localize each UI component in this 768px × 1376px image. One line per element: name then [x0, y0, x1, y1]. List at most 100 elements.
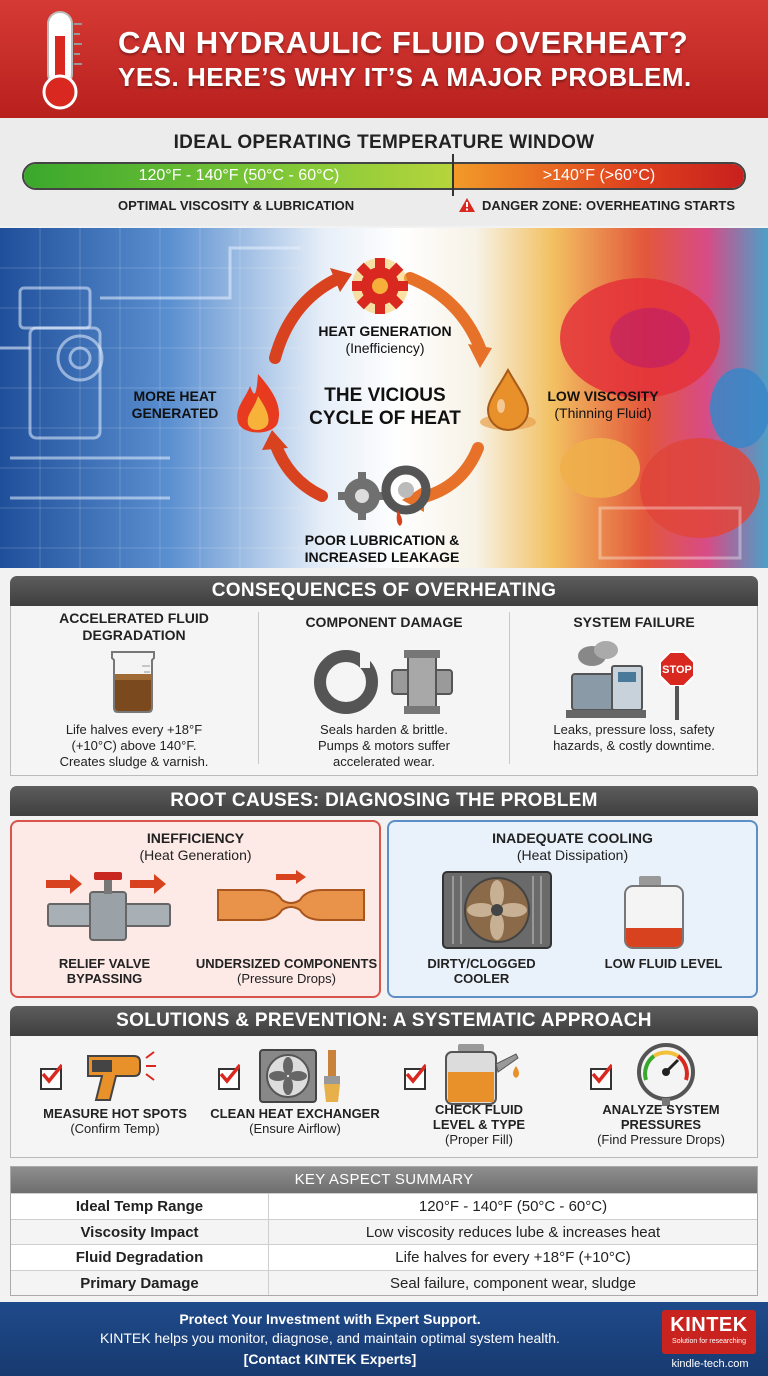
solution-label: ANALYZE SYSTEM — [602, 1102, 720, 1117]
solution-sublabel: (Find Pressure Drops) — [597, 1132, 725, 1147]
solution-sublabel: (Proper Fill) — [445, 1132, 513, 1147]
fan-brush-icon — [259, 1049, 340, 1103]
table-value: Seal failure, component wear, sludge — [390, 1274, 636, 1292]
divider — [509, 612, 510, 764]
gears-seal-icon — [338, 465, 431, 526]
consequence-desc: Life halves every +18°F — [65, 722, 203, 737]
table-row: Fluid Degradation Life halves for every … — [11, 1244, 757, 1270]
solution-label: PRESSURES — [620, 1117, 702, 1132]
table-key: Primary Damage — [11, 1270, 269, 1295]
table-row: Primary Damage Seal failure, component w… — [11, 1269, 757, 1295]
table-key: Fluid Degradation — [11, 1245, 269, 1270]
consequence-component-damage: COMPONENT DAMAGE Seals harden & brittle.… — [260, 606, 508, 770]
summary-table: KEY ASPECT SUMMARY Ideal Temp Range 120°… — [10, 1166, 758, 1296]
website-url[interactable]: kindle-tech.com — [671, 1358, 749, 1370]
table-value: 120°F - 140°F (50°C - 60°C) — [418, 1198, 608, 1215]
contact-experts-link[interactable]: [Contact KINTEK Experts] — [243, 1351, 417, 1367]
inadequate-cooling-box: INADEQUATE COOLING (Heat Dissipation) DI… — [387, 820, 758, 998]
title-line-1: CAN HYDRAULIC FLUID OVERHEAT? — [118, 25, 689, 60]
solution-label: MEASURE HOT SPOTS — [43, 1106, 187, 1121]
footer-text: KINTEK helps you monitor, diagnose, and … — [100, 1330, 560, 1346]
consequence-desc: Leaks, pressure loss, safety — [553, 722, 715, 737]
temperature-window-section: IDEAL OPERATING TEMPERATURE WINDOW 120°F… — [0, 118, 768, 226]
pressure-gauge-icon — [637, 1043, 695, 1106]
table-row: Ideal Temp Range 120°F - 140°F (50°C - 6… — [11, 1193, 757, 1219]
consequence-fluid-degradation: ACCELERATED FLUID DEGRADATION Life halve… — [10, 606, 258, 770]
machine-icon: STOP — [566, 641, 695, 720]
consequence-desc: Creates sludge & varnish. — [59, 754, 209, 769]
table-key: Viscosity Impact — [11, 1219, 269, 1244]
cycle-illustration — [0, 228, 768, 568]
divider — [258, 612, 259, 764]
summary-table-title: KEY ASPECT SUMMARY — [11, 1167, 757, 1193]
consequence-desc: hazards, & costly downtime. — [553, 738, 715, 753]
pipe-fitting-icon — [391, 650, 453, 714]
poor-lubrication-label: POOR LUBRICATION &INCREASED LEAKAGE — [304, 532, 460, 565]
stop-sign-icon: STOP — [659, 651, 695, 720]
logo-tagline: Solution for researching — [672, 1338, 746, 1345]
range-divider — [452, 154, 454, 196]
consequence-desc: Seals harden & brittle. — [320, 722, 448, 737]
consequence-desc: accelerated wear. — [333, 754, 435, 769]
checkbox-icon — [590, 1064, 612, 1090]
inefficiency-subtitle: (Heat Generation) — [139, 847, 252, 863]
page-title: CAN HYDRAULIC FLUID OVERHEAT? YES. HERE’… — [118, 26, 758, 94]
consequence-desc: Pumps & motors suffer — [318, 738, 450, 753]
danger-range-segment: >140°F (>60°C) — [454, 164, 744, 188]
inefficiency-title: INEFFICIENCY — [146, 830, 245, 846]
root-causes-banner: ROOT CAUSES: DIAGNOSING THE PROBLEM — [10, 786, 758, 816]
heat-map — [560, 278, 768, 538]
pipe-restriction-icon — [217, 870, 365, 921]
oil-can-icon — [445, 1044, 519, 1105]
solution-label: CLEAN HEAT EXCHANGER — [210, 1106, 380, 1121]
consequence-desc: (+10°C) above 140°F. — [71, 738, 197, 753]
kintek-logo: KINTEK Solution for researching — [662, 1310, 756, 1354]
checkbox-icon — [218, 1064, 240, 1090]
danger-label: DANGER ZONE: OVERHEATING STARTS — [482, 197, 736, 213]
consequence-title: SYSTEM FAILURE — [573, 614, 695, 630]
consequences-banner: CONSEQUENCES OF OVERHEATING — [10, 576, 758, 606]
gear-icon — [352, 258, 408, 314]
ir-thermometer-icon — [87, 1051, 156, 1101]
temp-window-title: IDEAL OPERATING TEMPERATURE WINDOW — [173, 132, 595, 153]
solution-measure-hot-spots: MEASURE HOT SPOTS (Confirm Temp) — [20, 1040, 210, 1156]
header-banner: CAN HYDRAULIC FLUID OVERHEAT? YES. HERE’… — [0, 0, 768, 118]
low-viscosity-label: LOW VISCOSITY(Thinning Fluid) — [547, 388, 659, 421]
pump-sketch — [0, 246, 300, 500]
warning-icon — [459, 198, 475, 212]
consequence-title: ACCELERATED FLUID — [59, 610, 209, 626]
solution-sublabel: (Confirm Temp) — [70, 1121, 160, 1136]
vicious-cycle-section: HEAT GENERATION(Inefficiency) LOW VISCOS… — [0, 228, 768, 568]
cooling-title: INADEQUATE COOLING — [492, 830, 653, 846]
valve-icon — [46, 872, 171, 941]
reservoir-icon — [624, 876, 684, 949]
undersized-components-label: UNDERSIZED COMPONENTS(Pressure Drops) — [195, 956, 378, 986]
title-line-2: YES. HERE’S WHY IT’S A MAJOR PROBLEM. — [118, 62, 692, 92]
beaker-icon — [111, 651, 155, 713]
inefficiency-box: INEFFICIENCY (Heat Generation) RELIEF VA… — [10, 820, 381, 998]
thermometer-icon — [42, 11, 82, 110]
flame-icon — [237, 374, 280, 433]
table-value: Life halves for every +18°F (+10°C) — [395, 1249, 631, 1266]
danger-label-group: DANGER ZONE: OVERHEATING STARTS — [458, 197, 735, 213]
table-value: Low viscosity reduces lube & increases h… — [365, 1223, 661, 1241]
radiator-fan-icon — [442, 871, 552, 949]
footer-headline: Protect Your Investment with Expert Supp… — [179, 1311, 481, 1327]
low-fluid-label: LOW FLUID LEVEL — [604, 956, 723, 971]
consequence-title: DEGRADATION — [82, 627, 186, 643]
footer: Protect Your Investment with Expert Supp… — [0, 1302, 768, 1376]
consequence-title: COMPONENT DAMAGE — [305, 614, 463, 630]
logo-text: KINTEK — [670, 1314, 748, 1336]
table-key: Ideal Temp Range — [11, 1194, 269, 1219]
checkbox-icon — [40, 1064, 62, 1090]
optimal-range-segment: 120°F - 140°F (50°C - 60°C) — [24, 164, 454, 188]
table-row: Viscosity Impact Low viscosity reduces l… — [11, 1218, 757, 1244]
optimal-label: OPTIMAL VISCOSITY & LUBRICATION — [118, 198, 355, 213]
solutions-banner: SOLUTIONS & PREVENTION: A SYSTEMATIC APP… — [10, 1006, 758, 1036]
solution-label: LEVEL & TYPE — [432, 1117, 526, 1132]
droplet-icon — [480, 367, 536, 431]
